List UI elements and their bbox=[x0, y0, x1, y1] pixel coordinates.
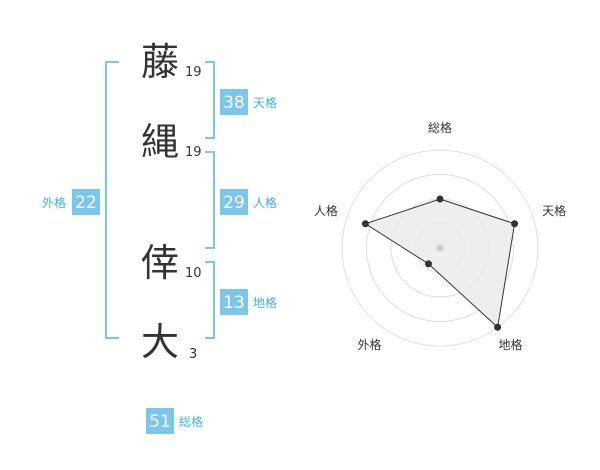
radar-grid-ring bbox=[366, 174, 514, 322]
tenkaku-bracket bbox=[205, 61, 215, 139]
name-char-1-glyph: 藤 bbox=[141, 40, 179, 84]
gaikaku-badge-bg bbox=[72, 189, 100, 215]
jinkaku-value: 29 bbox=[223, 193, 245, 213]
radar-point-2 bbox=[511, 220, 519, 228]
radar-point-1 bbox=[436, 195, 444, 203]
chikaku-label: 地格 bbox=[253, 295, 277, 310]
gaikaku-label: 外格 bbox=[42, 195, 66, 210]
name-char-3-strokes: 10 bbox=[185, 266, 202, 281]
jinkaku-bracket bbox=[205, 151, 215, 249]
chikaku-value: 13 bbox=[223, 293, 245, 313]
name-char-4: 大 3 bbox=[141, 320, 197, 364]
name-char-3-glyph: 倖 bbox=[141, 241, 179, 285]
jinkaku-badge-bg bbox=[220, 189, 248, 215]
jinkaku-badge: 29 人格 bbox=[220, 189, 277, 215]
radar-center-marker bbox=[436, 244, 444, 252]
gaikaku-badge: 外格 22 bbox=[42, 189, 100, 215]
name-char-2-glyph: 縄 bbox=[141, 120, 179, 164]
name-char-2-strokes: 19 bbox=[185, 145, 202, 160]
name-char-1: 藤 19 bbox=[141, 40, 202, 84]
radar-data-polygon bbox=[364, 198, 516, 329]
jinkaku-label: 人格 bbox=[253, 195, 277, 210]
soukaku-label: 総格 bbox=[179, 414, 203, 429]
name-char-4-glyph: 大 bbox=[141, 320, 179, 364]
gaikaku-value: 22 bbox=[75, 193, 97, 213]
name-char-1-strokes: 19 bbox=[185, 65, 202, 80]
radar-axis-label: 外格 bbox=[357, 337, 381, 352]
radar-axis-label: 地格 bbox=[499, 337, 523, 352]
soukaku-value: 51 bbox=[149, 412, 171, 432]
chikaku-badge-bg bbox=[220, 289, 248, 315]
radar-grid-ring bbox=[341, 149, 539, 347]
gaikaku-bracket bbox=[105, 61, 119, 339]
radar-axis-label: 天格 bbox=[542, 203, 566, 218]
radar-point-4 bbox=[424, 260, 432, 268]
tenkaku-badge: 38 天格 bbox=[220, 89, 277, 115]
tenkaku-label: 天格 bbox=[253, 95, 277, 110]
radar-axis-label: 総格 bbox=[428, 120, 452, 135]
chikaku-badge: 13 地格 bbox=[220, 289, 277, 315]
chikaku-bracket bbox=[205, 261, 215, 339]
name-char-4-strokes: 3 bbox=[189, 347, 197, 362]
soukaku-badge-bg bbox=[146, 408, 174, 434]
radar-point-5 bbox=[361, 220, 369, 228]
name-char-2: 縄 19 bbox=[141, 120, 202, 164]
name-char-3: 倖 10 bbox=[141, 241, 202, 285]
radar-axis-label: 人格 bbox=[314, 203, 338, 218]
soukaku-badge: 51 総格 bbox=[146, 408, 203, 434]
radar-point-3 bbox=[494, 323, 502, 331]
tenkaku-value: 38 bbox=[223, 93, 245, 113]
tenkaku-badge-bg bbox=[220, 89, 248, 115]
